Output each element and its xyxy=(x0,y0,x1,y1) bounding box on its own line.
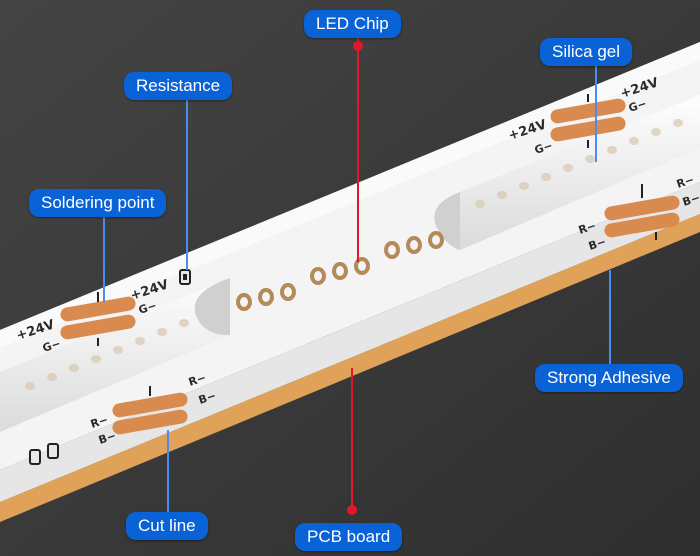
led-chip-pointer-dot xyxy=(353,41,363,51)
gel-chips xyxy=(25,119,683,390)
pad-label-g-right-2: G− xyxy=(627,97,648,115)
gel-end-right xyxy=(434,192,460,250)
pad-label-b-left: B− xyxy=(97,429,118,447)
pcb-board-pointer-dot xyxy=(347,505,357,515)
pad-label-b-right-2: B− xyxy=(681,191,700,209)
callout-pcb-board: PCB board xyxy=(295,523,403,551)
pad-label-r-left-2: R− xyxy=(187,371,208,389)
pad-label-b-right: B− xyxy=(587,235,608,253)
resistors xyxy=(29,269,191,465)
pad-label-g-left: G− xyxy=(41,337,62,355)
strip-highlight xyxy=(0,42,700,348)
callout-resistance: Resistance xyxy=(124,72,233,100)
pad-label-r-right: R− xyxy=(577,219,598,237)
pad-label-g-left-2: G− xyxy=(137,299,158,317)
silica-gel-left xyxy=(0,278,230,432)
pad-label-b-left-2: B− xyxy=(197,389,218,407)
pointer-lines xyxy=(103,36,611,515)
callout-led-chip: LED Chip xyxy=(304,10,401,38)
callout-silica-gel: Silica gel xyxy=(540,38,633,66)
callout-cut-line: Cut line xyxy=(126,512,208,540)
led-chips xyxy=(236,231,444,311)
silica-gel-right xyxy=(460,95,700,250)
callout-soldering-point: Soldering point xyxy=(29,189,167,217)
solder-pads xyxy=(60,98,680,435)
strip-surface xyxy=(0,42,700,470)
adhesive-layer xyxy=(0,214,700,522)
pad-label-r-right-2: R− xyxy=(675,173,696,191)
pad-label-g-right: G− xyxy=(533,139,554,157)
gel-end-left xyxy=(194,278,230,336)
callout-strong-adhesive: Strong Adhesive xyxy=(535,364,683,392)
pad-label-r-left: R− xyxy=(89,413,110,431)
